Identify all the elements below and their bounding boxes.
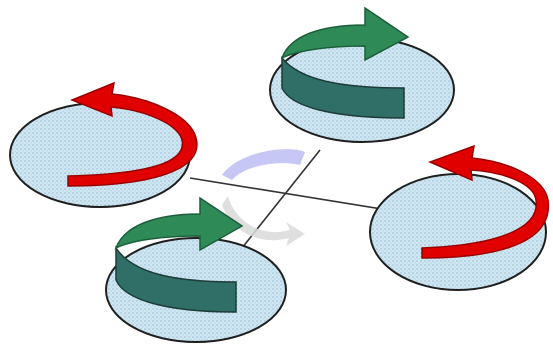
center-rotation-indicator <box>222 149 305 246</box>
rotor-right <box>369 144 550 291</box>
red-arrow-left-icon <box>67 81 198 187</box>
frame-line-left-right <box>189 177 389 211</box>
rotor-top <box>269 6 455 143</box>
center-arc-purple <box>222 149 305 180</box>
rotor-bottom <box>105 196 287 343</box>
green-arrow-bottom-icon <box>114 196 244 252</box>
center-arc-gray <box>222 196 305 246</box>
green-band-bottom <box>115 245 237 313</box>
green-band-top <box>281 55 405 119</box>
green-arrow-top-icon <box>280 6 410 62</box>
red-arrow-right-icon <box>421 144 550 259</box>
rotor-left <box>9 81 198 208</box>
